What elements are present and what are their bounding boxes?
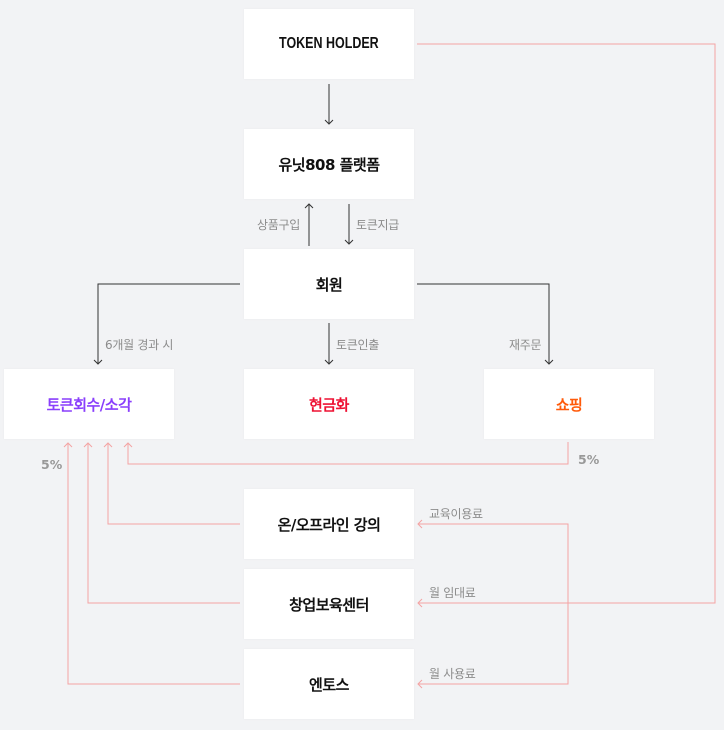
label-education-fee: 교육이용료 <box>429 507 483 521</box>
label-reorder: 재주문 <box>509 338 542 352</box>
node-shopping: 쇼핑 <box>484 369 654 439</box>
node-incubator: 창업보육센터 <box>244 569 414 639</box>
line-entos-to-burn <box>67 443 240 685</box>
line-fees-bracket <box>418 523 569 685</box>
node-member: 회원 <box>244 249 414 319</box>
node-platform: 유닛808 플랫폼 <box>244 129 414 199</box>
label-token-withdraw: 토큰인출 <box>336 338 379 352</box>
node-token-holder: TOKEN HOLDER <box>244 9 414 79</box>
node-token-holder-label: TOKEN HOLDER <box>279 35 379 52</box>
label-token-pay: 토큰지급 <box>356 218 399 232</box>
label-monthly-usage: 월 사용료 <box>429 667 476 681</box>
node-entos: 엔토스 <box>244 649 414 719</box>
line-shopping-to-burn <box>127 442 569 465</box>
label-shopping-pct: 5% <box>578 452 600 467</box>
arrow-member-to-shopping <box>417 283 550 364</box>
label-burn-pct: 5% <box>41 457 63 472</box>
line-holder-to-incubator <box>417 43 716 604</box>
label-purchase: 상품구입 <box>257 218 300 232</box>
line-incubator-to-burn <box>87 443 240 604</box>
line-lecture-to-burn <box>107 443 240 525</box>
label-monthly-rent: 월 임대료 <box>429 586 476 600</box>
label-after-6-months: 6개월 경과 시 <box>105 338 174 352</box>
node-lecture: 온/오프라인 강의 <box>244 489 414 559</box>
arrow-member-to-burn <box>97 283 240 364</box>
node-token-burn: 토큰회수/소각 <box>4 369 174 439</box>
node-cash: 현금화 <box>244 369 414 439</box>
